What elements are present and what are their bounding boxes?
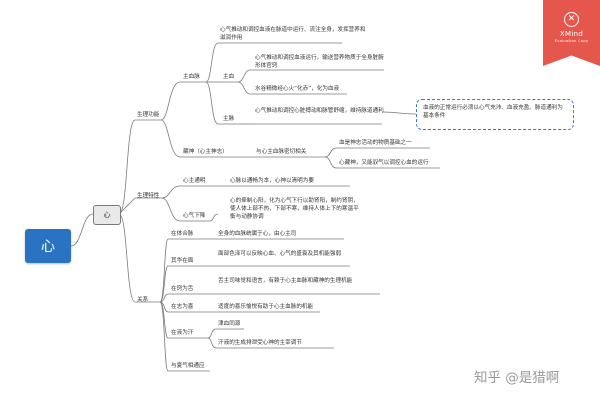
zhihu-watermark: 知乎 @是猎啊	[474, 370, 560, 386]
node-main-blood-vessel-desc[interactable]: 心气推动和调控血液在脉道中运行、流注全身，发挥营养和滋润作用	[220, 27, 366, 41]
node-store-spirit-desc1[interactable]: 血是神志活动的物质基础之一	[339, 140, 412, 146]
branch-function-label[interactable]: 生理功能	[137, 112, 160, 118]
node-store-spirit[interactable]: 藏神（心主神志）	[183, 149, 228, 155]
connector-root-level1	[70, 213, 94, 247]
branch-relation-label[interactable]: 关系	[137, 297, 149, 303]
connector-branch-function	[118, 119, 136, 215]
node-relation-sweat[interactable]: 在液为汗	[171, 330, 194, 336]
callout-text: 血液的正常运行必须以心气充沛、血液充盈、脉道通利为基本条件	[423, 105, 563, 120]
node-xiajiang[interactable]: 心气下降	[183, 213, 206, 219]
callout-note[interactable]: 血液的正常运行必须以心气充沛、血液充盈、脉道通利为基本条件	[416, 99, 574, 130]
node-store-spirit-relation[interactable]: 与心主血脉密切相关	[256, 149, 307, 155]
node-relation-vessel-desc[interactable]: 全身的血脉统属于心，由心主司	[218, 231, 297, 237]
node-tongming-desc[interactable]: 心脉以通畅为本，心神以清明为要	[230, 178, 314, 184]
branch-trait-label[interactable]: 生理特性	[137, 193, 160, 199]
node-relation-sweat-desc1[interactable]: 津血同源	[218, 321, 241, 327]
node-xiajiang-desc[interactable]: 心的牵制心阳，化为心气下行以助肾阳，制约肾阴，使人体上部不热，下部不寒，维持人体…	[230, 198, 359, 220]
node-relation-vessel[interactable]: 在体合脉	[171, 231, 194, 237]
connector-branch-trait	[118, 197, 136, 215]
node-relation-face[interactable]: 其华在面	[171, 258, 194, 264]
connector-branch-relation	[118, 213, 136, 303]
node-relation-joy-desc[interactable]: 适度的喜乐愉悦有助于心主血脉的机能	[218, 304, 314, 310]
topic-node-label: 心	[103, 211, 111, 219]
node-relation-face-desc[interactable]: 面部色泽可以反映心血、心气的盛衰及其机能强弱	[218, 251, 342, 257]
node-relation-tongue-desc[interactable]: 舌主司味觉和语言，有赖于心主血脉和藏神的生理机能	[218, 278, 353, 284]
callout-connector	[381, 111, 417, 115]
node-relation-sweat-desc2[interactable]: 汗液的生成排泄受心神的主宰调节	[218, 340, 302, 346]
node-main-vessel[interactable]: 主脉	[223, 116, 235, 122]
node-main-blood-desc2[interactable]: 水谷精微经心火“化赤”，化为血液	[255, 86, 340, 92]
node-relation-tongue[interactable]: 在窍为舌	[171, 286, 194, 292]
node-relation-joy[interactable]: 在志为喜	[171, 304, 194, 310]
badge-subtitle: Evaluation Copy	[554, 39, 589, 43]
xmind-logo-icon: ✕	[564, 12, 579, 27]
xmind-evaluation-badge: ✕ XMind Evaluation Copy	[543, 0, 600, 66]
node-main-blood[interactable]: 主血	[223, 74, 235, 80]
root-node-label: 心	[41, 239, 55, 255]
node-store-spirit-desc2[interactable]: 心藏神，又能驭气以调控心血的运行	[339, 160, 429, 166]
node-main-blood-desc1[interactable]: 心气推动和调控血液运行，输送营养物质于全身脏腑形体官窍	[255, 55, 384, 69]
node-relation-summer[interactable]: 与夏气相通应	[171, 363, 205, 369]
topic-node-xin[interactable]: 心	[93, 205, 121, 225]
node-tongming[interactable]: 心主通明	[183, 178, 206, 184]
root-node[interactable]: 心	[25, 229, 71, 263]
badge-title: XMind	[559, 30, 584, 38]
node-main-vessel-desc[interactable]: 心气推动和调控心脏搏动和脉管舒缩，维持脉道通利	[255, 108, 384, 114]
node-main-blood-vessel[interactable]: 主血脉	[183, 74, 200, 80]
